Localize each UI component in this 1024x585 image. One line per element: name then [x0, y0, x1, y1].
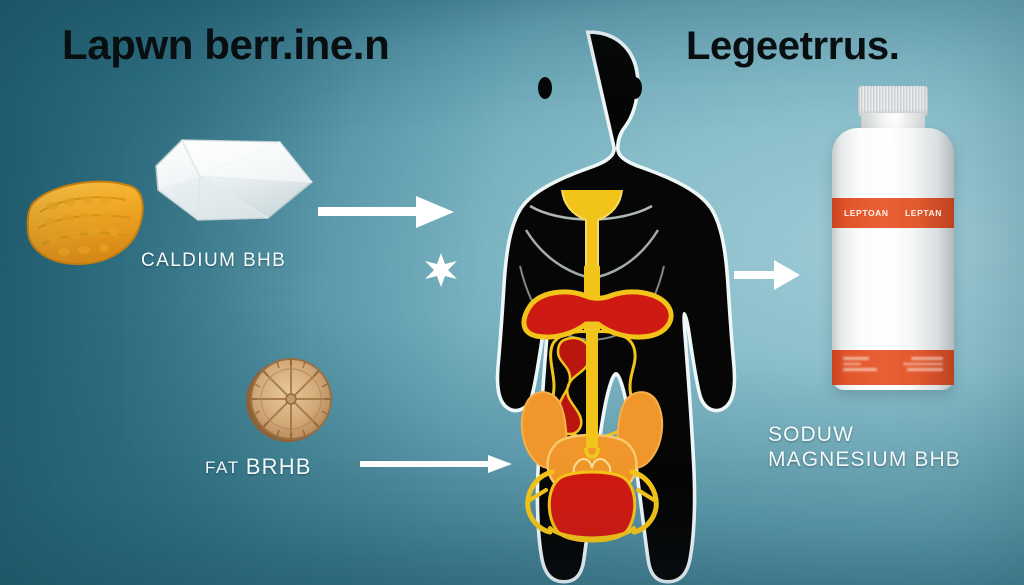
star-burst-icon — [424, 253, 458, 292]
ingredient-label-fat-main: BRHB — [245, 454, 312, 479]
ingredient-label-magnesium-line2: MAGNESIUM BHB — [768, 447, 961, 471]
honeycomb-block-icon — [22, 168, 150, 280]
bottle-label-top-band: LEPTOAN LEPTAN — [832, 198, 954, 228]
bottle-fineprint-right — [903, 357, 943, 374]
ingredient-label-magnesium-line1: SODUW — [768, 423, 854, 446]
bottle-fineprint-left — [843, 357, 877, 374]
supplement-bottle-icon: LEPTOAN LEPTAN — [800, 86, 985, 426]
bottle-neck — [861, 113, 925, 131]
page-title-right: Legeetrrus. — [686, 24, 900, 68]
ingredient-label-calcium: CALDIUM BHB — [141, 250, 287, 271]
ingredient-label-magnesium: SODUW MAGNESIUM BHB — [768, 423, 961, 473]
mineral-crystal-icon — [142, 124, 324, 236]
human-body-silhouette-icon — [380, 20, 800, 585]
arrow-right-icon — [360, 452, 512, 481]
bottle-brand-text-left: LEPTOAN — [844, 208, 889, 218]
bottle-label-bottom-band — [832, 350, 954, 385]
bottle-cap — [858, 86, 928, 116]
ingredient-label-fat: FAT BRHB — [205, 454, 312, 480]
arrow-right-icon — [734, 258, 800, 297]
arrow-right-icon — [318, 192, 454, 237]
bottle-brand-text-right: LEPTAN — [905, 208, 942, 218]
bottle-body — [832, 128, 954, 390]
wood-cross-section-icon — [236, 354, 344, 446]
page-title-left: Lapwn berr.ine.n — [62, 21, 390, 68]
ingredient-label-fat-prefix: FAT — [205, 458, 246, 477]
